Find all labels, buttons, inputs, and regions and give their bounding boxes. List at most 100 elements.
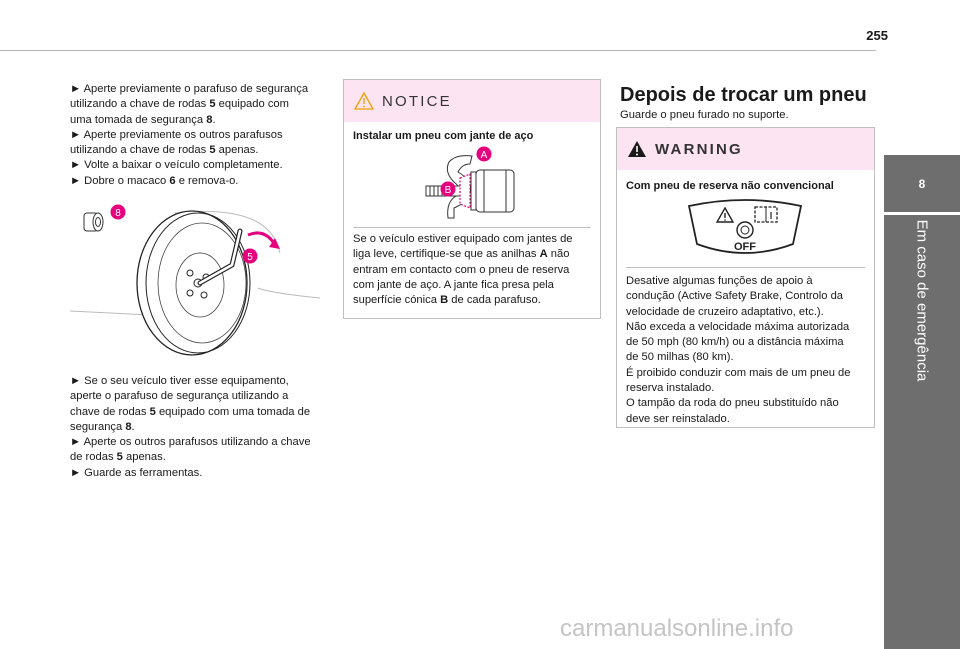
- text-line: utilizando a chave de rodas 5 equipado c…: [70, 97, 328, 112]
- wheel-wrench-illustration: 8 5: [69, 204, 321, 356]
- text-segment: e remova-o.: [175, 174, 239, 187]
- text-line: aperte o parafuso de segurança utilizand…: [70, 389, 330, 404]
- text-segment: segurança: [70, 420, 126, 433]
- warning-line: velocidade de cruzeiro adaptativo, etc.)…: [626, 305, 824, 318]
- warning-line: Desative algumas funções de apoio à: [626, 275, 813, 287]
- text-segment: equipado com: [215, 98, 289, 111]
- warning-triangle-icon: [628, 141, 646, 157]
- text-line: chave de rodas 5 equipado com uma tomada…: [70, 405, 330, 420]
- warning-divider: [626, 267, 865, 268]
- watermark: carmanualsonline.info: [560, 615, 794, 642]
- text-segment: aperte o parafuso de segurança utilizand…: [70, 390, 289, 403]
- warning-box: WARNING Com pneu de reserva não convenci…: [616, 127, 875, 428]
- text-line: entram em contacto com o pneu de reserva: [353, 263, 591, 278]
- reference-number: B: [440, 294, 449, 307]
- text-segment: não: [547, 248, 570, 261]
- text-line: superfície cónica B de cada parafuso.: [353, 293, 591, 308]
- warning-line: de 50 milhas (80 km).: [626, 351, 734, 364]
- text-segment: ► Volte a baixar o veículo completamente…: [70, 159, 283, 172]
- reference-number: 5: [209, 144, 216, 157]
- page-number: 255: [866, 28, 888, 43]
- notice-title: Instalar um pneu com jante de aço: [353, 130, 534, 142]
- reference-number: 8: [125, 420, 132, 433]
- text-line: ► Dobre o macaco 6 e remova-o.: [70, 174, 328, 189]
- reference-number: 8: [206, 113, 213, 126]
- text-segment: superfície cónica: [353, 294, 441, 307]
- warning-line: É proibido conduzir com mais de um pneu …: [626, 366, 851, 379]
- text-segment: Se o veículo estiver equipado com jantes…: [353, 233, 573, 245]
- text-line: segurança 8.: [70, 420, 330, 435]
- top-rule: [0, 50, 876, 51]
- text-segment: de cada parafuso.: [448, 294, 541, 307]
- text-segment: entram em contacto com o pneu de reserva: [353, 263, 570, 276]
- text-segment: ► Aperte os outros parafusos utilizando …: [70, 436, 311, 449]
- text-line: Se o veículo estiver equipado com jantes…: [353, 232, 591, 247]
- reference-number: 5: [116, 451, 123, 464]
- dashboard-warning-illustration: OFF: [687, 199, 803, 254]
- text-line: liga leve, certifique-se que as anilhas …: [353, 247, 591, 262]
- text-line: ► Aperte previamente o parafuso de segur…: [70, 82, 328, 97]
- column1-top-text: ► Aperte previamente o parafuso de segur…: [70, 82, 328, 189]
- notice-label: NOTICE: [382, 92, 452, 110]
- text-segment: ► Guarde as ferramentas.: [70, 466, 203, 479]
- text-segment: de rodas: [70, 451, 117, 464]
- text-segment: liga leve, certifique-se que as anilhas: [353, 248, 540, 261]
- text-line: uma tomada de segurança 8.: [70, 113, 328, 128]
- text-segment: chave de rodas: [70, 405, 150, 418]
- dash-off-text: OFF: [734, 241, 756, 253]
- text-line: com jante de aço. A jante fica presa pel…: [353, 278, 591, 293]
- reference-number: A: [539, 248, 548, 261]
- wheel-figure: 8 5: [69, 193, 328, 361]
- text-line: de rodas 5 apenas.: [70, 450, 330, 465]
- warning-line: deve ser reinstalado.: [626, 412, 730, 425]
- chapter-title-wrap: Em caso de emergência: [884, 215, 960, 385]
- text-line: utilizando a chave de rodas 5 apenas.: [70, 143, 328, 158]
- warning-line: de 50 mph (80 km/h) ou a distância máxim…: [626, 336, 844, 349]
- bolt-washer-illustration: A B: [425, 146, 515, 219]
- label-b: B: [445, 185, 452, 196]
- notice-box: NOTICE Instalar um pneu com jante de aço…: [343, 79, 601, 319]
- text-segment: equipado com uma tomada de: [155, 405, 311, 418]
- text-segment: ► Se o seu veículo tiver esse equipament…: [70, 375, 289, 387]
- warning-triangle-icon: [354, 92, 374, 110]
- label-a: A: [481, 150, 488, 161]
- reference-number: 5: [209, 98, 216, 111]
- warning-line: Não exceda a velocidade máxima autorizad…: [626, 320, 850, 333]
- reference-number: 6: [169, 174, 176, 187]
- text-segment: ► Dobre o macaco: [70, 174, 170, 187]
- text-line: ► Guarde as ferramentas.: [70, 466, 330, 481]
- text-line: ► Aperte previamente os outros parafusos: [70, 128, 328, 143]
- reference-number: 5: [149, 405, 156, 418]
- side-tab-background: [884, 215, 960, 649]
- notice-divider: [353, 227, 591, 228]
- chapter-title: Em caso de emergência: [913, 219, 931, 381]
- column1-bottom-text: ► Se o seu veículo tiver esse equipament…: [70, 374, 330, 481]
- text-segment: .: [212, 113, 216, 126]
- warning-text: Desative algumas funções de apoio à condu…: [617, 268, 874, 427]
- text-line: ► Aperte os outros parafusos utilizando …: [70, 435, 330, 450]
- text-segment: uma tomada de segurança: [70, 113, 207, 126]
- text-line: ► Volte a baixar o veículo completamente…: [70, 158, 328, 173]
- text-line: ► Se o seu veículo tiver esse equipament…: [70, 374, 330, 389]
- chapter-number: 8: [884, 155, 960, 212]
- text-segment: apenas.: [122, 451, 166, 464]
- warning-line: reserva instalado.: [626, 382, 715, 395]
- warning-line: condução (Active Safety Brake, Controlo …: [626, 290, 844, 303]
- text-segment: com jante de aço. A jante fica presa pel…: [353, 278, 554, 291]
- label-5: 5: [247, 252, 253, 263]
- label-8: 8: [115, 208, 121, 219]
- text-segment: utilizando a chave de rodas: [70, 144, 210, 157]
- warning-header: WARNING: [617, 128, 874, 170]
- nut-icon: [83, 212, 104, 232]
- section-title: Depois de trocar um pneu: [620, 84, 867, 106]
- text-segment: .: [131, 420, 135, 433]
- text-segment: ► Aperte previamente o parafuso de segur…: [70, 83, 309, 95]
- notice-text: Se o veículo estiver equipado com jantes…: [344, 228, 600, 308]
- text-segment: utilizando a chave de rodas: [70, 98, 210, 111]
- text-segment: apenas.: [215, 144, 259, 157]
- warning-label: WARNING: [655, 140, 743, 158]
- warning-title: Com pneu de reserva não convencional: [626, 180, 834, 192]
- text-segment: ► Aperte previamente os outros parafusos: [70, 128, 283, 141]
- section-subtitle: Guarde o pneu furado no suporte.: [620, 109, 789, 121]
- warning-line: O tampão da roda do pneu substituído não: [626, 397, 839, 410]
